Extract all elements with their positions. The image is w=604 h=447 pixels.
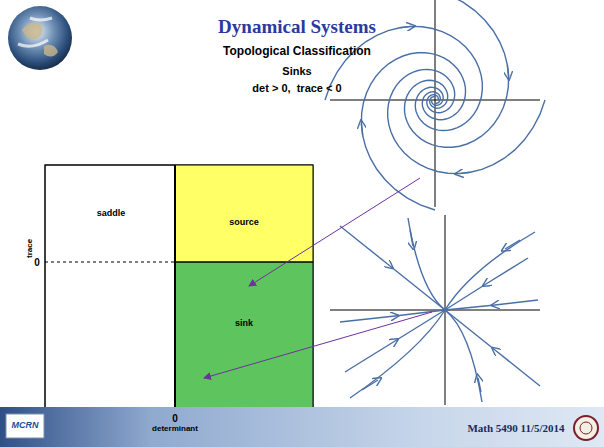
earth-land xyxy=(22,23,58,57)
trace-zero-line xyxy=(175,261,313,263)
logo-box xyxy=(6,414,44,438)
spiral-arrow xyxy=(361,124,362,135)
axis-tick: 0 xyxy=(34,257,40,268)
spiral-arm xyxy=(405,0,509,147)
university-seal xyxy=(574,416,598,440)
saddle-region-label: saddle xyxy=(97,208,126,218)
leader-arrow xyxy=(204,312,432,378)
chart-border xyxy=(45,165,313,409)
condition-text: det > 0, trace < 0 xyxy=(252,82,341,94)
seal-inner xyxy=(580,422,592,434)
axis-label: determinant xyxy=(152,425,198,434)
spiral-arm xyxy=(325,26,482,130)
leader-arrow xyxy=(249,178,420,286)
axis-tick: 0 xyxy=(172,413,178,424)
slide-title: Dynamical Systems xyxy=(218,17,376,38)
chart-frame xyxy=(45,165,313,409)
spiral-arrow xyxy=(459,172,470,173)
node-portrait xyxy=(330,215,540,405)
region-box: source xyxy=(176,166,312,261)
footer-bar xyxy=(0,407,604,447)
section-heading: Sinks xyxy=(282,65,311,77)
spiral-arrow xyxy=(400,26,411,27)
axis-label: trace xyxy=(27,238,36,257)
sink-region-label: sink xyxy=(235,318,253,328)
sink-region xyxy=(175,262,313,409)
det-zero-line xyxy=(174,165,176,409)
source-region-label: source xyxy=(229,217,259,227)
footer-text: Math 5490 11/5/2014 xyxy=(467,422,564,434)
trace-zero-line xyxy=(45,262,175,263)
region-box: sink xyxy=(176,263,312,408)
region-box: saddle xyxy=(46,166,174,261)
earth-image xyxy=(8,6,72,70)
earth-clouds xyxy=(18,18,52,46)
logo-text: MCRN xyxy=(12,421,39,431)
subtitle: Topological Classification xyxy=(223,45,371,58)
spiral-arrow xyxy=(507,65,508,76)
source-region xyxy=(175,165,313,262)
